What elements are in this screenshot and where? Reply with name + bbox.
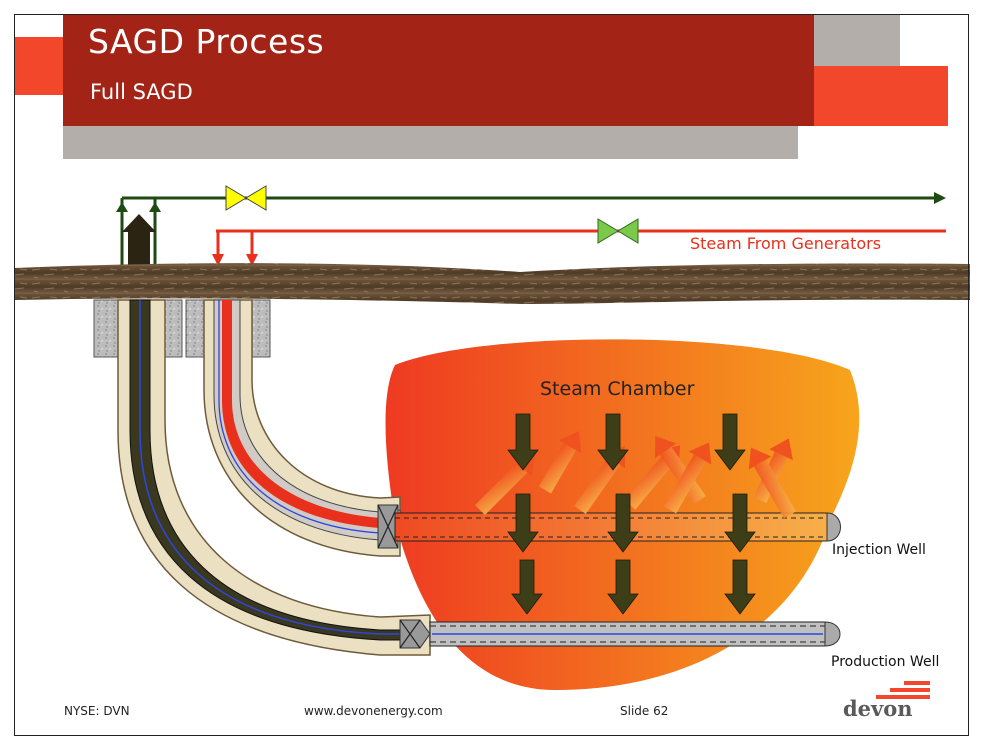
- steam-line: [212, 229, 946, 266]
- valve-icon-product-line: [225, 185, 267, 211]
- injection-well-label: Injection Well: [832, 542, 926, 558]
- steam-chamber-label: Steam Chamber: [540, 378, 695, 400]
- footer-ticker: NYSE: DVN: [64, 704, 130, 718]
- header-gray-square: [814, 15, 900, 66]
- rising-steam-arrows: [475, 431, 797, 519]
- production-well-horizontal: [429, 621, 841, 647]
- injection-well-string: [185, 299, 401, 557]
- valve-icon-steam-line: [597, 218, 639, 244]
- steam-line-label: Steam From Generators: [690, 234, 882, 253]
- footer-slide-number: Slide 62: [620, 704, 669, 718]
- soil-layer: [15, 263, 970, 304]
- page-subtitle: Full SAGD: [90, 80, 193, 104]
- title-bar: [63, 15, 814, 126]
- header-orange-accent-right: [796, 66, 948, 126]
- header-orange-accent-left: [15, 37, 63, 95]
- production-well-string: [93, 299, 431, 656]
- oil-flow-arrows: [507, 413, 756, 615]
- footer-website: www.devonenergy.com: [304, 704, 443, 718]
- devon-logo: devon: [843, 696, 913, 721]
- page-title: SAGD Process: [88, 22, 325, 61]
- header-gray-bar: [63, 126, 798, 159]
- devon-logo-icon: [876, 681, 930, 699]
- production-well-label: Production Well: [831, 654, 940, 670]
